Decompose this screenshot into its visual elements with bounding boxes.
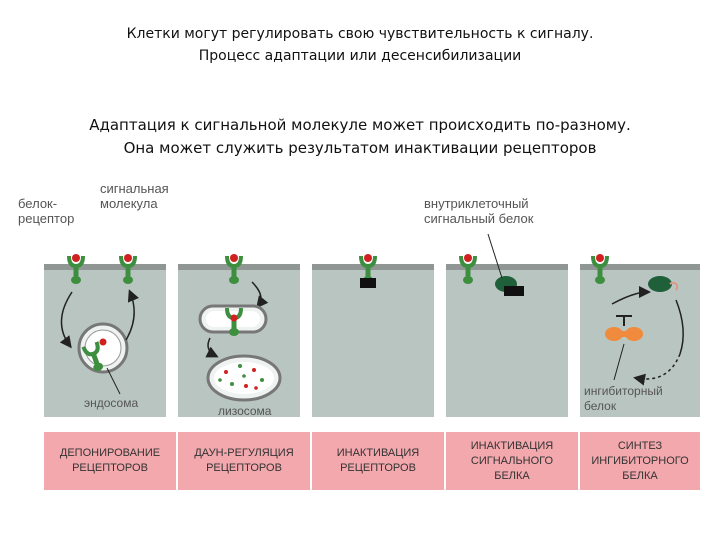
inhibitor-pointer bbox=[613, 343, 625, 381]
endosome-pointer bbox=[106, 367, 121, 395]
receptor-inactivated bbox=[359, 254, 377, 288]
arrow-to-lysosome bbox=[205, 337, 219, 358]
subtitle-line-2: Она может служить результатом инактиваци… bbox=[123, 139, 597, 157]
arrow-feedback-down bbox=[675, 299, 684, 355]
title-line-1: Клетки могут регулировать свою чувствите… bbox=[126, 26, 594, 42]
title-line-2: Процесс адаптации или десенсибилизации bbox=[198, 48, 522, 64]
intracellular-signal-protein bbox=[495, 276, 524, 296]
receptor-membrane-5 bbox=[591, 254, 609, 284]
endosome bbox=[77, 322, 129, 374]
arrow-feedback-dashed bbox=[633, 353, 681, 386]
receptor-label: белок-рецептор bbox=[18, 196, 75, 226]
receptor-membrane-1a bbox=[67, 254, 85, 284]
lysosome-label: лизосома bbox=[218, 404, 272, 418]
inhibitory-protein bbox=[605, 327, 643, 341]
vesicle bbox=[198, 304, 268, 336]
endosome-label: эндосома bbox=[84, 396, 139, 410]
arrow-recycle-down bbox=[125, 289, 139, 341]
inhibitor-symbol bbox=[616, 315, 632, 326]
receptor-membrane-1b bbox=[119, 254, 137, 284]
subtitle-line-1: Адаптация к сигнальной молекуле может пр… bbox=[89, 116, 631, 134]
cell-panel-3 bbox=[312, 264, 434, 417]
arrow-internalize bbox=[251, 281, 269, 309]
arrow-signal bbox=[611, 286, 651, 305]
lysosome bbox=[206, 354, 282, 402]
receptor-membrane-4 bbox=[459, 254, 477, 284]
inhibited-signal-protein bbox=[648, 276, 679, 292]
receptor-membrane-2 bbox=[225, 254, 243, 284]
arrow-recycle-up bbox=[59, 291, 73, 349]
signal-protein-pointer bbox=[487, 233, 503, 279]
